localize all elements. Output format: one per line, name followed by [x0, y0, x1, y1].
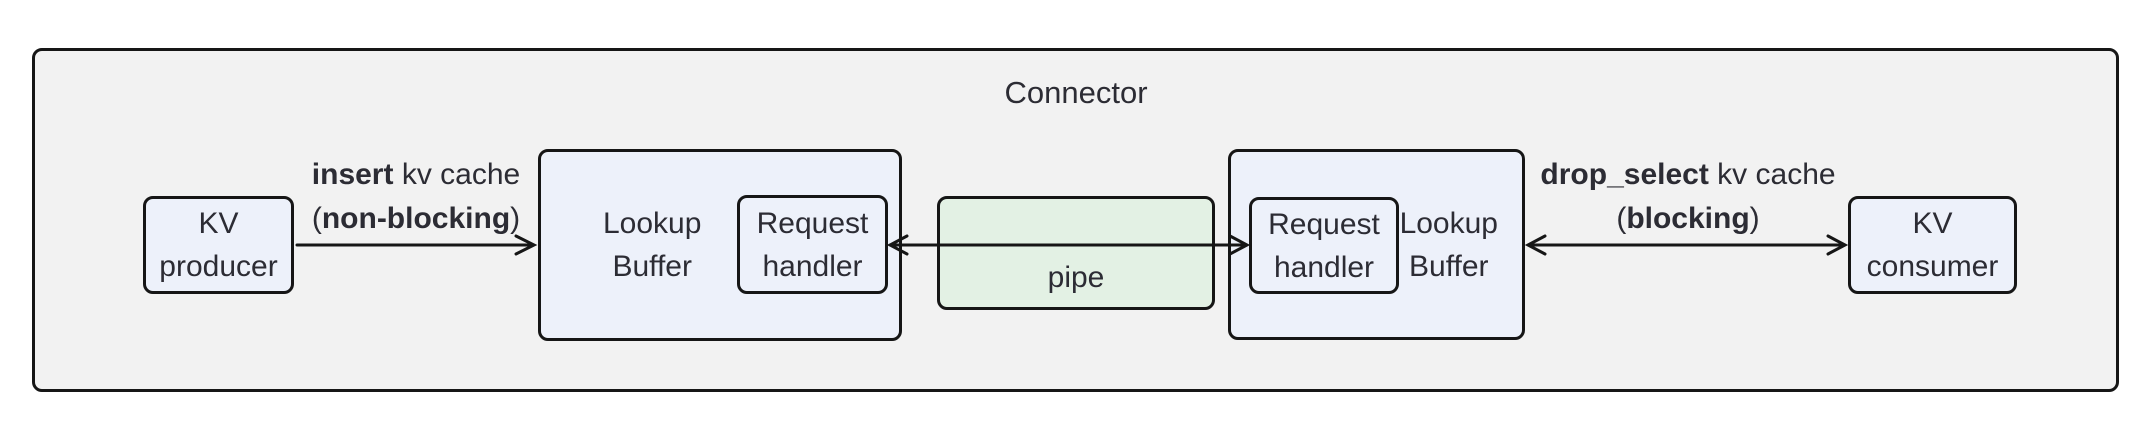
- drop-select-keyword: drop_select: [1540, 158, 1709, 191]
- request-handler-left-node: Request handler: [737, 195, 888, 294]
- kv-consumer-label-line2: consumer: [1866, 250, 1999, 283]
- kv-consumer-node: KV consumer: [1848, 196, 2017, 294]
- lookup-buffer-left-label-line1: Lookup: [603, 207, 702, 240]
- request-handler-right-label-line1: Request: [1268, 207, 1380, 241]
- kv-producer-label-line1: KV: [198, 207, 239, 240]
- drop-select-rest: kv cache: [1708, 158, 1836, 191]
- lookup-buffer-left-node: Lookup Buffer Request handler: [538, 149, 902, 341]
- insert-open-paren: (: [311, 202, 322, 235]
- lookup-buffer-right-label-line1: Lookup: [1399, 206, 1498, 240]
- insert-edge-label: insert kv cache (non-blocking): [312, 153, 520, 241]
- lookup-buffer-right-label-line2: Buffer: [1409, 249, 1489, 283]
- request-handler-left-label-line1: Request: [756, 206, 869, 240]
- drop-select-edge-label: drop_select kv cache (blocking): [1540, 153, 1835, 241]
- drop-select-close-paren: ): [1749, 202, 1760, 235]
- lookup-buffer-left-label-line2: Buffer: [612, 250, 692, 283]
- insert-rest: kv cache: [393, 158, 521, 191]
- insert-edge-label-line1: insert kv cache: [312, 153, 520, 197]
- insert-close-paren: ): [510, 202, 521, 235]
- pipe-label: pipe: [1047, 261, 1105, 294]
- kv-producer-node: KV producer: [143, 196, 294, 294]
- lookup-buffer-right-label: Lookup Buffer: [1400, 202, 1498, 288]
- pipe-node: pipe: [937, 196, 1215, 310]
- lookup-buffer-right-node: Request handler Lookup Buffer: [1228, 149, 1525, 340]
- drop-select-edge-label-line1: drop_select kv cache: [1540, 153, 1835, 197]
- request-handler-right-label-line2: handler: [1273, 250, 1375, 284]
- insert-mode: non-blocking: [321, 202, 511, 235]
- insert-edge-label-line2: (non-blocking): [312, 197, 520, 241]
- kv-producer-label-line2: producer: [159, 250, 278, 283]
- drop-select-edge-label-line2: (blocking): [1540, 197, 1835, 241]
- insert-keyword: insert: [311, 158, 394, 191]
- kv-consumer-label-line1: KV: [1912, 207, 1953, 240]
- drop-select-open-paren: (: [1616, 202, 1627, 235]
- connector-title: Connector: [1004, 75, 1148, 110]
- lookup-buffer-left-label: Lookup Buffer: [603, 202, 701, 288]
- request-handler-left-label-line2: handler: [762, 249, 863, 283]
- request-handler-right-node: Request handler: [1249, 197, 1399, 294]
- drop-select-mode: blocking: [1626, 202, 1750, 235]
